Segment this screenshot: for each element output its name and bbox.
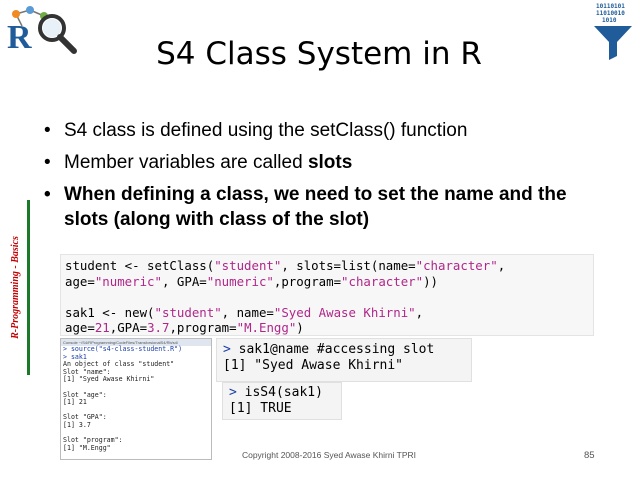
bullet-item: Member variables are called slots <box>44 150 604 175</box>
console-line: [1] 21 <box>63 398 87 407</box>
console-line: [1] "Syed Awase Khirni" <box>63 375 155 384</box>
code-block-class-definition: student <- setClass("student", slots=lis… <box>60 254 594 336</box>
r-console-output: Console ~/S4/RProgramming/CodeFiles/Tran… <box>60 338 212 460</box>
console-line: > source("s4-class-student.R") <box>63 345 183 353</box>
bullet-item: When defining a class, we need to set th… <box>44 182 604 232</box>
bullet-list: S4 class is defined using the setClass()… <box>44 118 604 239</box>
console-line: [1] "M.Engg" <box>63 443 111 452</box>
svg-text:11010010: 11010010 <box>596 10 625 17</box>
page-number: 85 <box>584 450 595 461</box>
console-line: [1] 3.7 <box>63 420 91 429</box>
code-block-slot-access: > sak1@name #accessing slot [1] "Syed Aw… <box>216 338 472 382</box>
r-logo-icon: R <box>4 4 82 56</box>
side-label: R-Programming - Basics <box>9 236 21 339</box>
console-line: Slot "GPA": <box>63 413 107 422</box>
code-block-iss4: > isS4(sak1) [1] TRUE <box>222 382 342 420</box>
bullet-item: S4 class is defined using the setClass()… <box>44 118 604 143</box>
svg-text:R: R <box>7 19 32 54</box>
svg-text:10110101: 10110101 <box>596 3 625 10</box>
console-line: Slot "age": <box>63 390 107 399</box>
console-line: Slot "name": <box>63 367 111 376</box>
console-line: > sak1 <box>63 352 87 361</box>
side-divider <box>27 200 30 375</box>
console-line: Slot "program": <box>63 436 123 445</box>
data-funnel-icon: 10110101 11010010 1010 <box>590 0 636 62</box>
svg-text:1010: 1010 <box>602 17 617 24</box>
console-line: An object of class "student" <box>63 360 175 369</box>
footer-copyright: Copyright 2008-2016 Syed Awase Khirni TP… <box>241 450 417 460</box>
console-header: Console ~/S4/RProgramming/CodeFiles/Tran… <box>61 339 211 346</box>
slide-title: S4 Class System in R <box>156 36 482 72</box>
